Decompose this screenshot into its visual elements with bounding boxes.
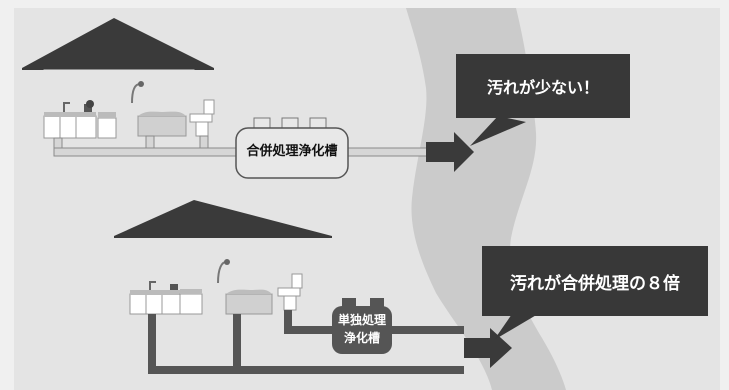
combined-septic-tank bbox=[235, 117, 349, 179]
house-1 bbox=[22, 18, 526, 179]
washstand-icon bbox=[97, 112, 117, 139]
outflow-arrow-1 bbox=[426, 132, 474, 172]
toilet-icon-2 bbox=[277, 273, 303, 311]
outflow-arrow-2 bbox=[464, 328, 512, 368]
house-2 bbox=[114, 200, 538, 374]
single-septic-tank bbox=[332, 298, 392, 354]
house-2-pipes bbox=[148, 310, 464, 374]
bubble-1-tail bbox=[470, 116, 526, 146]
house-1-roof bbox=[22, 18, 214, 70]
single-septic-tank-label-line1: 単独処理 bbox=[337, 313, 386, 327]
speech-bubble-1: 汚れが少ない！ bbox=[456, 54, 630, 118]
bathtub-icon-2 bbox=[217, 259, 273, 315]
toilet-icon bbox=[189, 99, 215, 137]
washstand-icon-2 bbox=[179, 289, 203, 315]
speech-bubble-2: 汚れが合併処理の８倍 bbox=[482, 246, 708, 316]
combined-septic-tank-label: 合併処理浄化槽 bbox=[246, 144, 338, 159]
bathtub-icon bbox=[131, 81, 187, 137]
house-2-roof bbox=[114, 200, 332, 238]
bubble-2-tail bbox=[494, 314, 538, 340]
kitchen-counter-icon bbox=[43, 100, 97, 139]
single-septic-tank-label-line2: 浄化槽 bbox=[343, 331, 380, 345]
diagram-panel: 合併処理浄化槽 単独処理 浄化槽 汚れが少ない！ 汚れが合併処理の８倍 bbox=[14, 8, 720, 390]
